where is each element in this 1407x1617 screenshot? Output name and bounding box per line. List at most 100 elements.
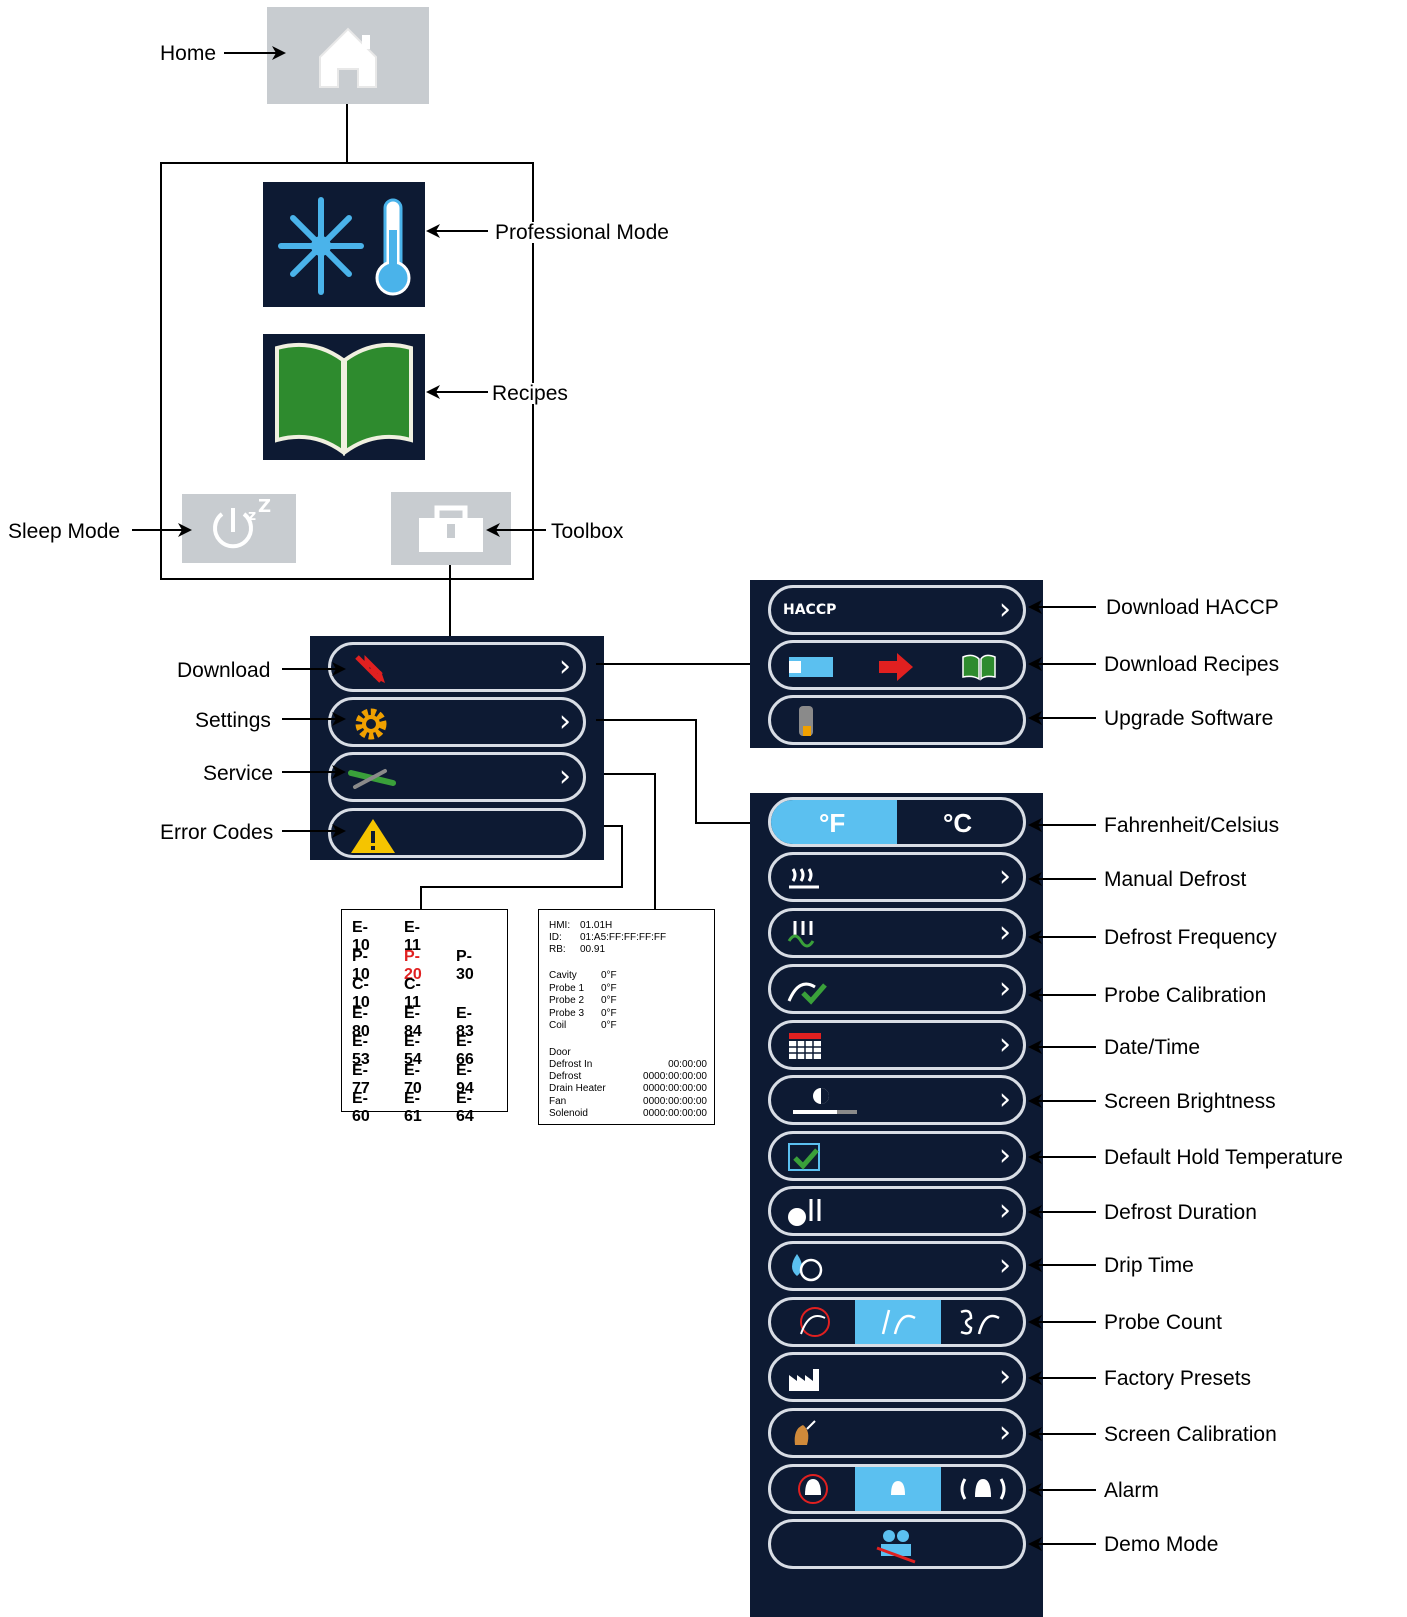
error-code: E-80 — [352, 1004, 370, 1040]
probe-one-option[interactable] — [855, 1300, 941, 1344]
service-info-value: 0°F — [601, 982, 617, 994]
chevron-right-icon: › — [999, 859, 1011, 894]
settings-item-6-arrow — [1028, 1150, 1096, 1164]
settings-item-13-arrow — [1028, 1537, 1096, 1551]
chevron-right-icon: › — [999, 1415, 1011, 1450]
error-code: E-53 — [352, 1033, 370, 1068]
settings-connector-h1 — [596, 719, 696, 721]
screen-brightness-button[interactable]: › — [768, 1075, 1026, 1125]
svg-text:z: z — [248, 508, 256, 524]
usb-stick-icon — [799, 706, 813, 736]
home-connector — [346, 104, 348, 162]
download-arrow — [282, 662, 346, 676]
defrost-frequency-button[interactable]: › — [768, 908, 1026, 958]
upgrade-software-arrow — [1028, 711, 1096, 725]
service-info-key: ID: — [549, 932, 562, 943]
settings-item-13-label: Demo Mode — [1104, 1533, 1219, 1556]
settings-item-4-arrow — [1028, 1040, 1096, 1054]
settings-item-10-arrow — [1028, 1371, 1096, 1385]
factory-icon — [785, 1361, 829, 1399]
error-code: E-66 — [456, 1033, 474, 1068]
home-tile[interactable] — [267, 7, 429, 104]
drip-time-button[interactable]: › — [768, 1241, 1026, 1291]
brightness-icon — [785, 1084, 865, 1122]
settings-item-1-label: Manual Defrost — [1104, 868, 1247, 891]
probe-none-option[interactable] — [771, 1300, 855, 1344]
sleep-mode-tile[interactable]: z Z — [182, 494, 296, 563]
download-recipes-button[interactable] — [768, 640, 1026, 690]
home-arrow — [224, 46, 286, 60]
sleep-mode-arrow — [132, 523, 192, 537]
alarm-on-option[interactable] — [855, 1467, 941, 1511]
upgrade-software-label: Upgrade Software — [1104, 707, 1274, 730]
date-time-button[interactable]: › — [768, 1020, 1026, 1070]
settings-item-5-label: Screen Brightness — [1104, 1090, 1276, 1113]
celsius-option[interactable]: °C — [897, 800, 1023, 844]
defrost-duration-button[interactable]: › — [768, 1186, 1026, 1236]
professional-mode-label: Professional Mode — [495, 222, 673, 243]
probe-calibration-button[interactable]: › — [768, 964, 1026, 1014]
download-haccp-label: Download HACCP — [1106, 596, 1279, 619]
chevron-right-icon: › — [559, 649, 571, 684]
chevron-right-icon: › — [999, 1082, 1011, 1117]
factory-presets-button[interactable]: › — [768, 1352, 1026, 1402]
probe-one-icon — [881, 1309, 916, 1335]
service-info-value: 01:A5:FF:FF:FF:FF — [580, 932, 667, 943]
chevron-right-icon: › — [999, 1359, 1011, 1394]
service-info-key: Door — [549, 1046, 571, 1058]
alarm-off-option[interactable] — [771, 1467, 855, 1511]
toolbox-label: Toolbox — [551, 520, 624, 543]
chevron-right-icon: › — [999, 1248, 1011, 1283]
settings-button[interactable]: › — [328, 697, 586, 747]
download-button[interactable]: › — [328, 642, 586, 692]
service-button[interactable]: › — [328, 752, 586, 802]
recipes-arrow — [426, 385, 488, 399]
alarm-loud-option[interactable] — [941, 1467, 1023, 1511]
upgrade-software-button[interactable] — [768, 695, 1026, 745]
alarm-button[interactable] — [768, 1464, 1026, 1514]
defrost-heat-icon — [785, 861, 825, 899]
service-info-value: 0°F — [601, 1007, 617, 1019]
manual-defrost-button[interactable]: › — [768, 852, 1026, 902]
default-hold-temperature-button[interactable]: › — [768, 1131, 1026, 1181]
download-haccp-button[interactable]: HACCP › — [768, 585, 1026, 635]
probe-count-button[interactable] — [768, 1297, 1026, 1347]
service-info-key: Fan — [549, 1095, 567, 1107]
professional-mode-tile[interactable] — [263, 182, 425, 307]
settings-item-9-label: Probe Count — [1104, 1311, 1222, 1334]
settings-item-9-arrow — [1028, 1315, 1096, 1329]
probe-none-icon — [800, 1307, 830, 1337]
fahrenheit-option[interactable]: °F — [771, 800, 897, 844]
error-codes-button[interactable] — [328, 808, 586, 858]
error-code: E-70 — [404, 1061, 422, 1097]
toolbox-arrow — [486, 523, 546, 537]
settings-arrow — [282, 712, 346, 726]
error-codes-label: Error Codes — [160, 821, 274, 844]
settings-item-8-label: Drip Time — [1104, 1254, 1194, 1277]
fahrenheit-celsius-button[interactable]: °F °C — [768, 797, 1026, 847]
service-info-value: 0°F — [601, 1020, 617, 1031]
timer-defrost-icon — [785, 1195, 825, 1233]
service-info-key: Coil — [549, 1020, 567, 1031]
error-code: C-10 — [352, 976, 370, 1011]
fahrenheit-text: °F — [819, 808, 846, 838]
demo-mode-button[interactable] — [768, 1519, 1026, 1569]
download-haccp-arrow — [1028, 600, 1096, 614]
bell-off-icon — [798, 1474, 828, 1504]
celsius-text: °C — [943, 808, 973, 838]
recipes-tile[interactable] — [263, 334, 425, 460]
settings-item-12-arrow — [1028, 1483, 1096, 1497]
service-info-key: HMI: — [549, 920, 571, 931]
professional-mode-arrow — [426, 224, 488, 238]
screen-calibration-button[interactable]: › — [768, 1408, 1026, 1458]
home-screen-box — [160, 162, 534, 580]
service-label: Service — [203, 762, 274, 785]
probe-three-option[interactable] — [941, 1300, 1023, 1344]
service-info-key: Defrost In — [549, 1058, 593, 1070]
probe-check-icon — [785, 973, 829, 1011]
error-code: E-64 — [456, 1090, 474, 1125]
service-info-key: Solenoid — [549, 1108, 588, 1119]
download-recipes-arrow — [1028, 657, 1096, 671]
chevron-right-icon: › — [999, 971, 1011, 1006]
